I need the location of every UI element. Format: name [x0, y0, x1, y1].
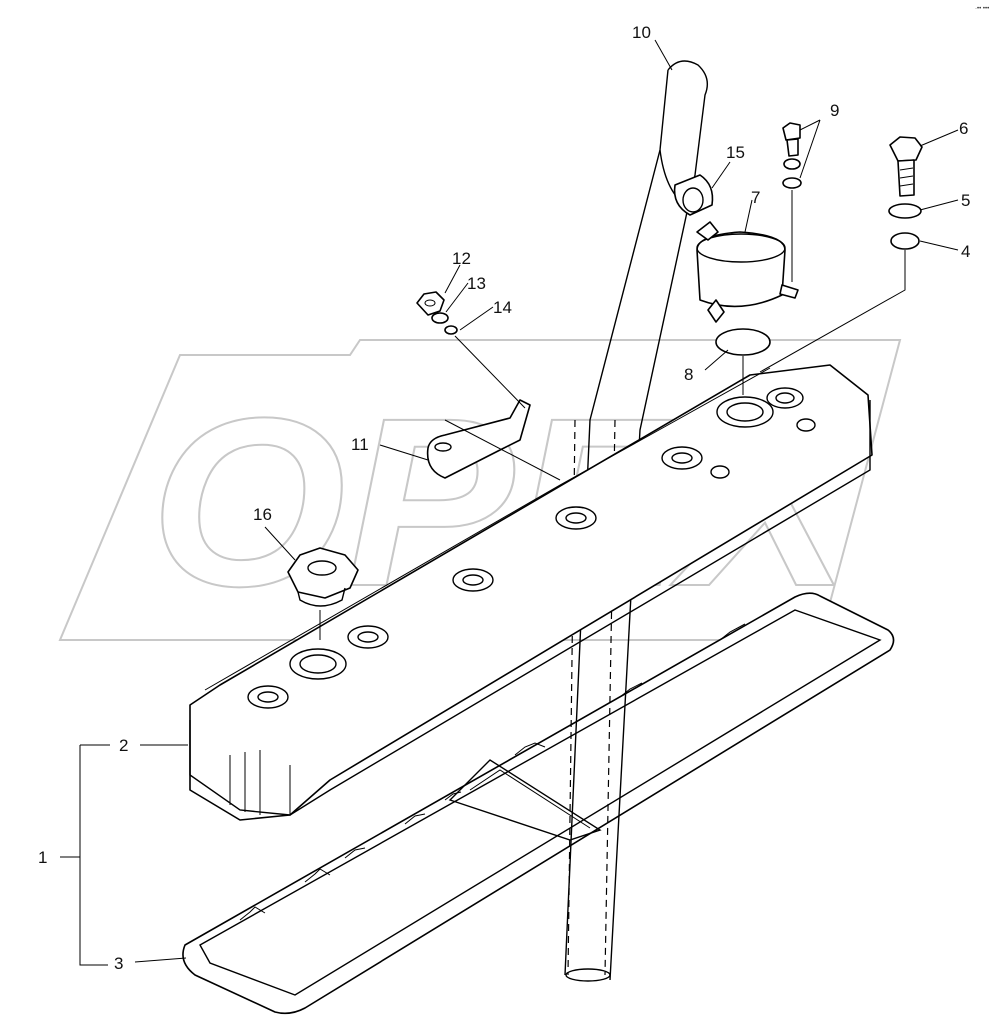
callout-13: 13: [467, 274, 486, 293]
leader-lines: [60, 39, 959, 966]
breather-tube: [564, 60, 708, 982]
callout-7: 7: [751, 188, 760, 207]
corner-mark: ·•• •••: [975, 6, 989, 12]
washer-4: [890, 232, 920, 250]
valve-cover: [189, 364, 873, 821]
valve-cover-gasket: [182, 592, 895, 1015]
callout-12: 12: [452, 249, 471, 268]
oil-filler-cap: [287, 547, 359, 640]
callout-3: 3: [114, 954, 123, 973]
breather-canister: [696, 221, 799, 323]
bolt: [889, 136, 923, 197]
callout-1: 1: [38, 848, 47, 867]
callout-labels: 1 2 3 4 5 6 7 8 9 10 11 12 13 14 15 16: [38, 23, 970, 973]
callout-11: 11: [351, 435, 369, 454]
hose-clamp: [673, 174, 714, 216]
o-ring: [715, 328, 771, 356]
callout-16: 16: [253, 505, 272, 524]
washer-9a: [783, 158, 801, 170]
callout-4: 4: [961, 242, 970, 261]
washer-9b: [782, 177, 802, 189]
callout-8: 8: [684, 365, 693, 384]
callout-5: 5: [961, 191, 970, 210]
assembly-lines: [444, 190, 906, 481]
callout-15: 15: [726, 143, 745, 162]
ring-14: [444, 325, 458, 335]
washer-13: [431, 312, 449, 324]
callout-9: 9: [830, 101, 839, 120]
callout-14: 14: [493, 298, 512, 317]
small-bolt: [782, 122, 801, 157]
callout-10: 10: [632, 23, 651, 42]
callout-6: 6: [959, 119, 968, 138]
cover-bosses: [247, 387, 816, 709]
nut: [416, 291, 445, 316]
callout-2: 2: [119, 736, 128, 755]
washer-5: [888, 203, 922, 219]
bracket: [426, 399, 531, 479]
